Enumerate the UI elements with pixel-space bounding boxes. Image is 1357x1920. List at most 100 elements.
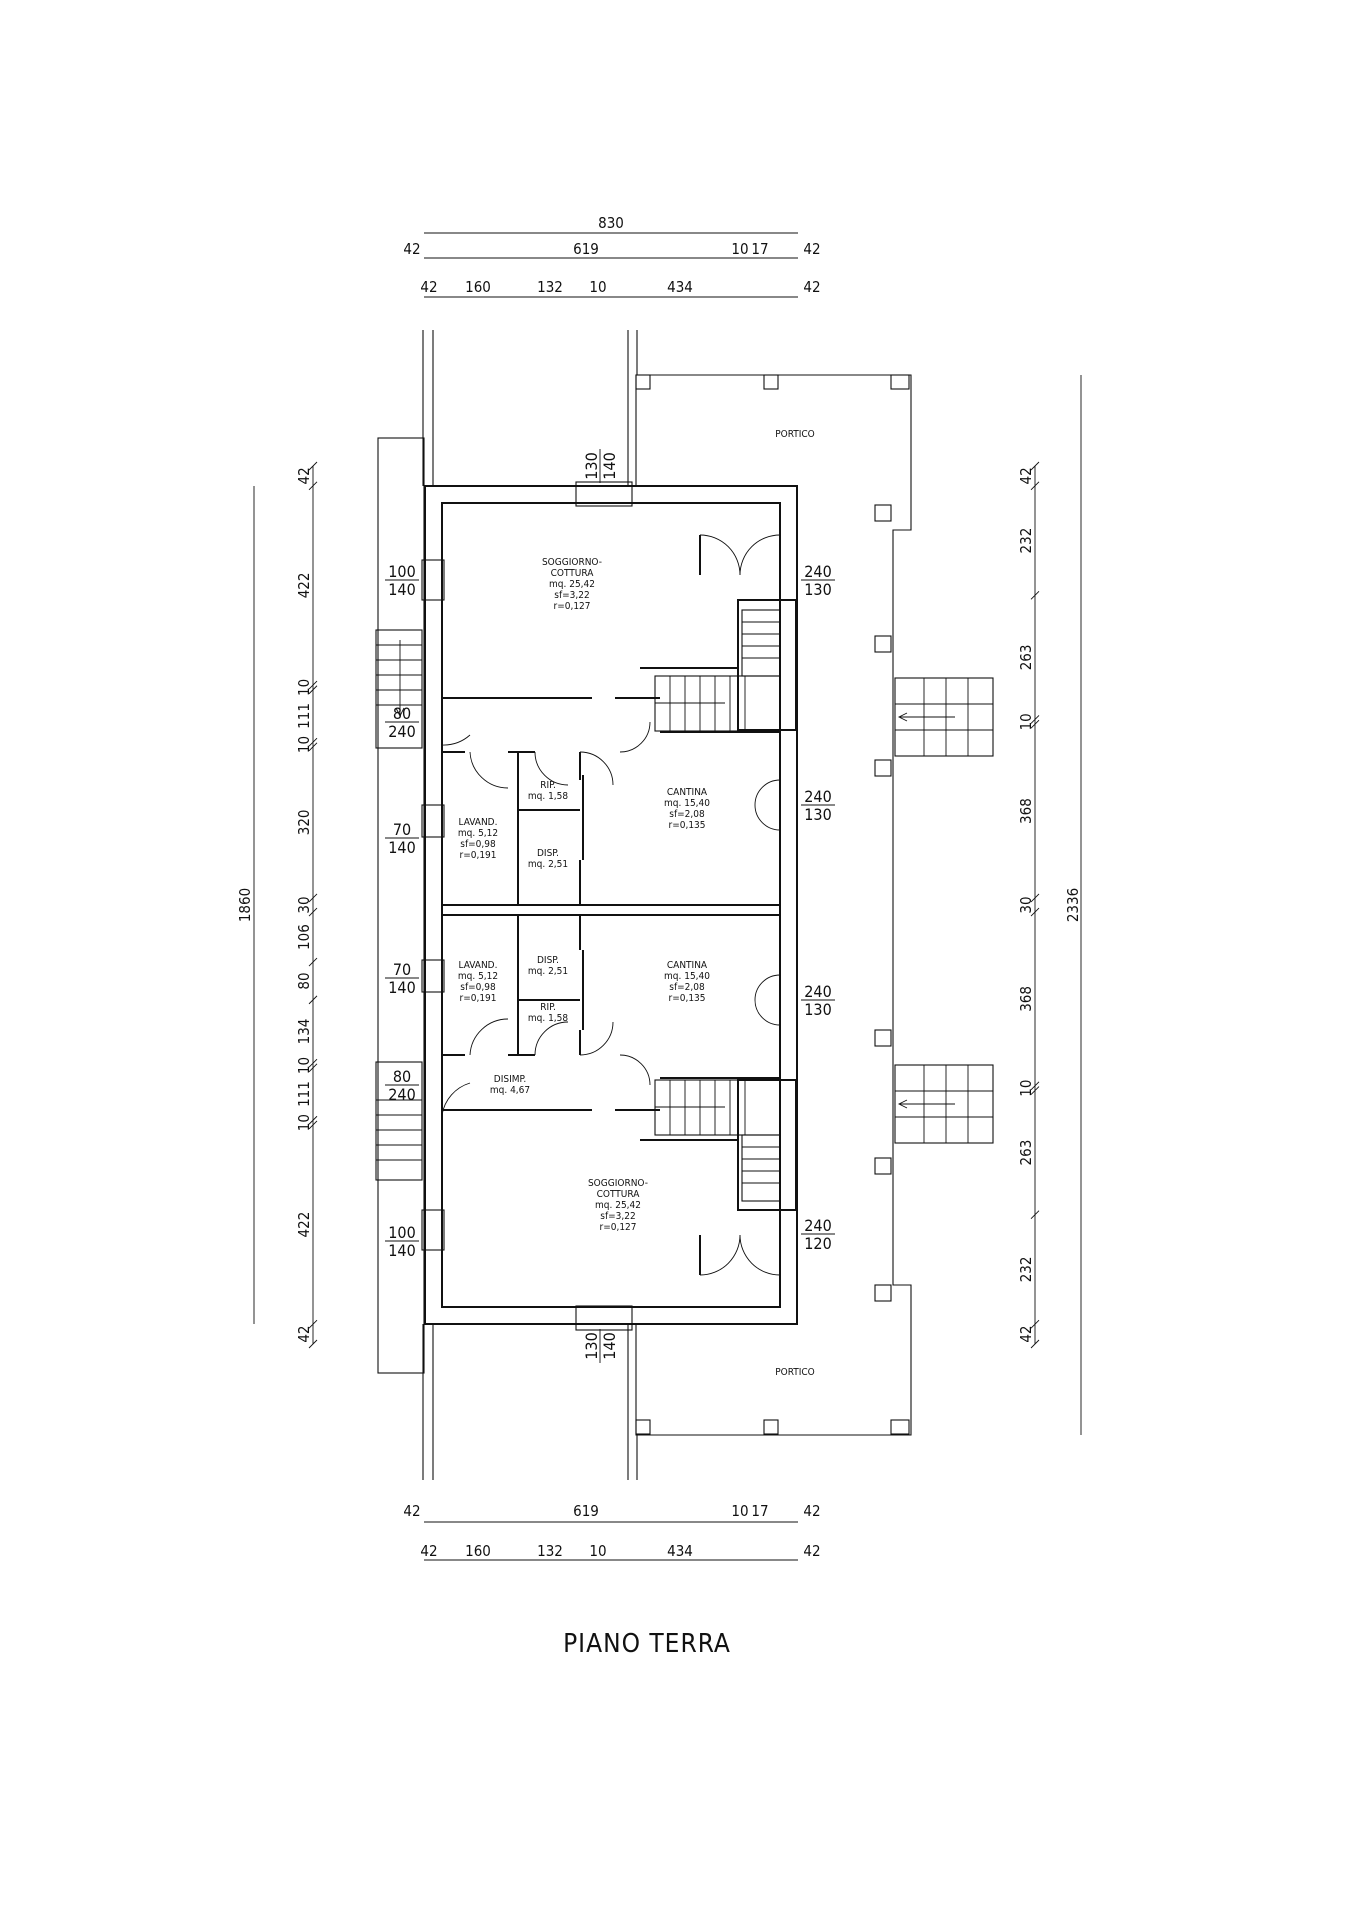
opening-height: 140 (388, 978, 415, 997)
dim-tick (1030, 715, 1040, 724)
opening-width: 80 (393, 1067, 411, 1086)
opening-height: 130 (804, 1000, 831, 1019)
dim-chain-value: 368 (1017, 986, 1035, 1012)
room-label-line: sf=2,08 (669, 982, 705, 993)
dim-tick (308, 1063, 318, 1073)
opening-width: 130 (582, 1332, 601, 1359)
dim-bottom-r1-3: 17 (751, 1502, 768, 1520)
dim-chain-value: 42 (295, 1326, 313, 1343)
room-label-line: r=0,127 (600, 1222, 637, 1233)
dims-bottom: 42 619 10 17 42 42 160 132 10 434 42 (403, 1502, 820, 1560)
room-disp-north: DISP.mq. 2,51 (528, 848, 568, 870)
dim-chain-value: 232 (1017, 1257, 1035, 1283)
dim-chain-value: 106 (295, 924, 313, 950)
room-label-line: mq. 1,58 (528, 791, 568, 802)
stairs (375, 609, 994, 1202)
dim-top-r2-1: 160 (465, 278, 491, 296)
room-label-line: COTTURA (551, 568, 595, 579)
dim-bottom-r2-5: 42 (803, 1542, 820, 1560)
room-portico-south: PORTICO (775, 1367, 815, 1378)
room-label-line: LAVAND. (459, 960, 498, 971)
dim-tick (1030, 1086, 1040, 1095)
dim-top-r2-5: 42 (803, 278, 820, 296)
dim-top-r2-2: 132 (537, 278, 563, 296)
room-label-line: COTTURA (597, 1189, 641, 1200)
dim-bottom-r2-0: 42 (420, 1542, 437, 1560)
dim-chain-value: 10 (295, 679, 313, 696)
room-label-line: mq. 25,42 (549, 579, 595, 590)
dim-bottom-r1-4: 42 (803, 1502, 820, 1520)
dim-chain-value: 10 (1017, 1080, 1035, 1097)
room-label-line: RIP. (540, 1002, 556, 1013)
dim-chain-value: 80 (295, 972, 313, 989)
dim-chain-value: 422 (295, 1212, 313, 1238)
opening-height: 240 (388, 722, 415, 741)
dim-bottom-r2-3: 10 (589, 1542, 606, 1560)
room-label-line: DISIMP. (494, 1074, 526, 1085)
dim-tick (308, 1115, 318, 1125)
dim-top-total: 830 (598, 214, 624, 232)
dim-tick (308, 995, 318, 1005)
dim-top-r2-4: 434 (667, 278, 693, 296)
dim-bottom-r2-1: 160 (465, 1542, 491, 1560)
room-label-line: PORTICO (775, 1367, 815, 1378)
dim-chain-value: 263 (1017, 645, 1035, 671)
dim-tick (1030, 893, 1040, 903)
dim-bottom-r2-4: 434 (667, 1542, 693, 1560)
room-label-line: r=0,135 (669, 993, 706, 1004)
room-label-line: mq. 15,40 (664, 798, 710, 809)
dim-chain-value: 10 (295, 736, 313, 753)
dim-tick (308, 893, 318, 903)
opening-width: 100 (388, 562, 415, 581)
dim-tick (308, 907, 318, 917)
dim-chain-value: 263 (1017, 1140, 1035, 1166)
room-label-line: DISP. (537, 955, 559, 966)
dim-chain-value: 30 (1017, 896, 1035, 913)
dim-chain-value: 368 (1017, 798, 1035, 824)
dim-tick (308, 1319, 318, 1329)
dim-tick (308, 742, 318, 752)
room-label-line: r=0,127 (554, 601, 591, 612)
dim-chain-value: 42 (1017, 1326, 1035, 1343)
dims-left: 1860 42422101111032030106801341011110422… (236, 461, 318, 1349)
dims-top: 830 42 619 10 17 42 42 160 132 10 434 42 (403, 214, 820, 296)
dim-tick (1030, 1210, 1040, 1219)
opening-width: 240 (804, 787, 831, 806)
room-disimp: DISIMP.mq. 4,67 (490, 1074, 530, 1096)
dim-top-r2-3: 10 (589, 278, 606, 296)
opening-height: 120 (804, 1234, 831, 1253)
room-label-line: sf=0,98 (460, 839, 496, 850)
dim-chain-value: 42 (295, 467, 313, 484)
room-label-line: mq. 5,12 (458, 971, 498, 982)
room-label-line: sf=2,08 (669, 809, 705, 820)
opening-height: 240 (388, 1085, 415, 1104)
dim-right-total: 2336 (1064, 888, 1082, 922)
room-rip-south: RIP.mq. 1,58 (528, 1002, 568, 1024)
opening-width: 130 (582, 452, 601, 479)
room-label-line: mq. 1,58 (528, 1013, 568, 1024)
room-label-line: mq. 5,12 (458, 828, 498, 839)
room-label-line: LAVAND. (459, 817, 498, 828)
room-label-line: SOGGIORNO- (542, 557, 602, 568)
drawing-title: PIANO TERRA (563, 1629, 731, 1659)
dim-bottom-r1-0: 42 (403, 1502, 420, 1520)
dim-top-r1-4: 42 (803, 240, 820, 258)
dim-tick (1030, 1339, 1040, 1349)
room-label-line: r=0,191 (460, 850, 497, 861)
